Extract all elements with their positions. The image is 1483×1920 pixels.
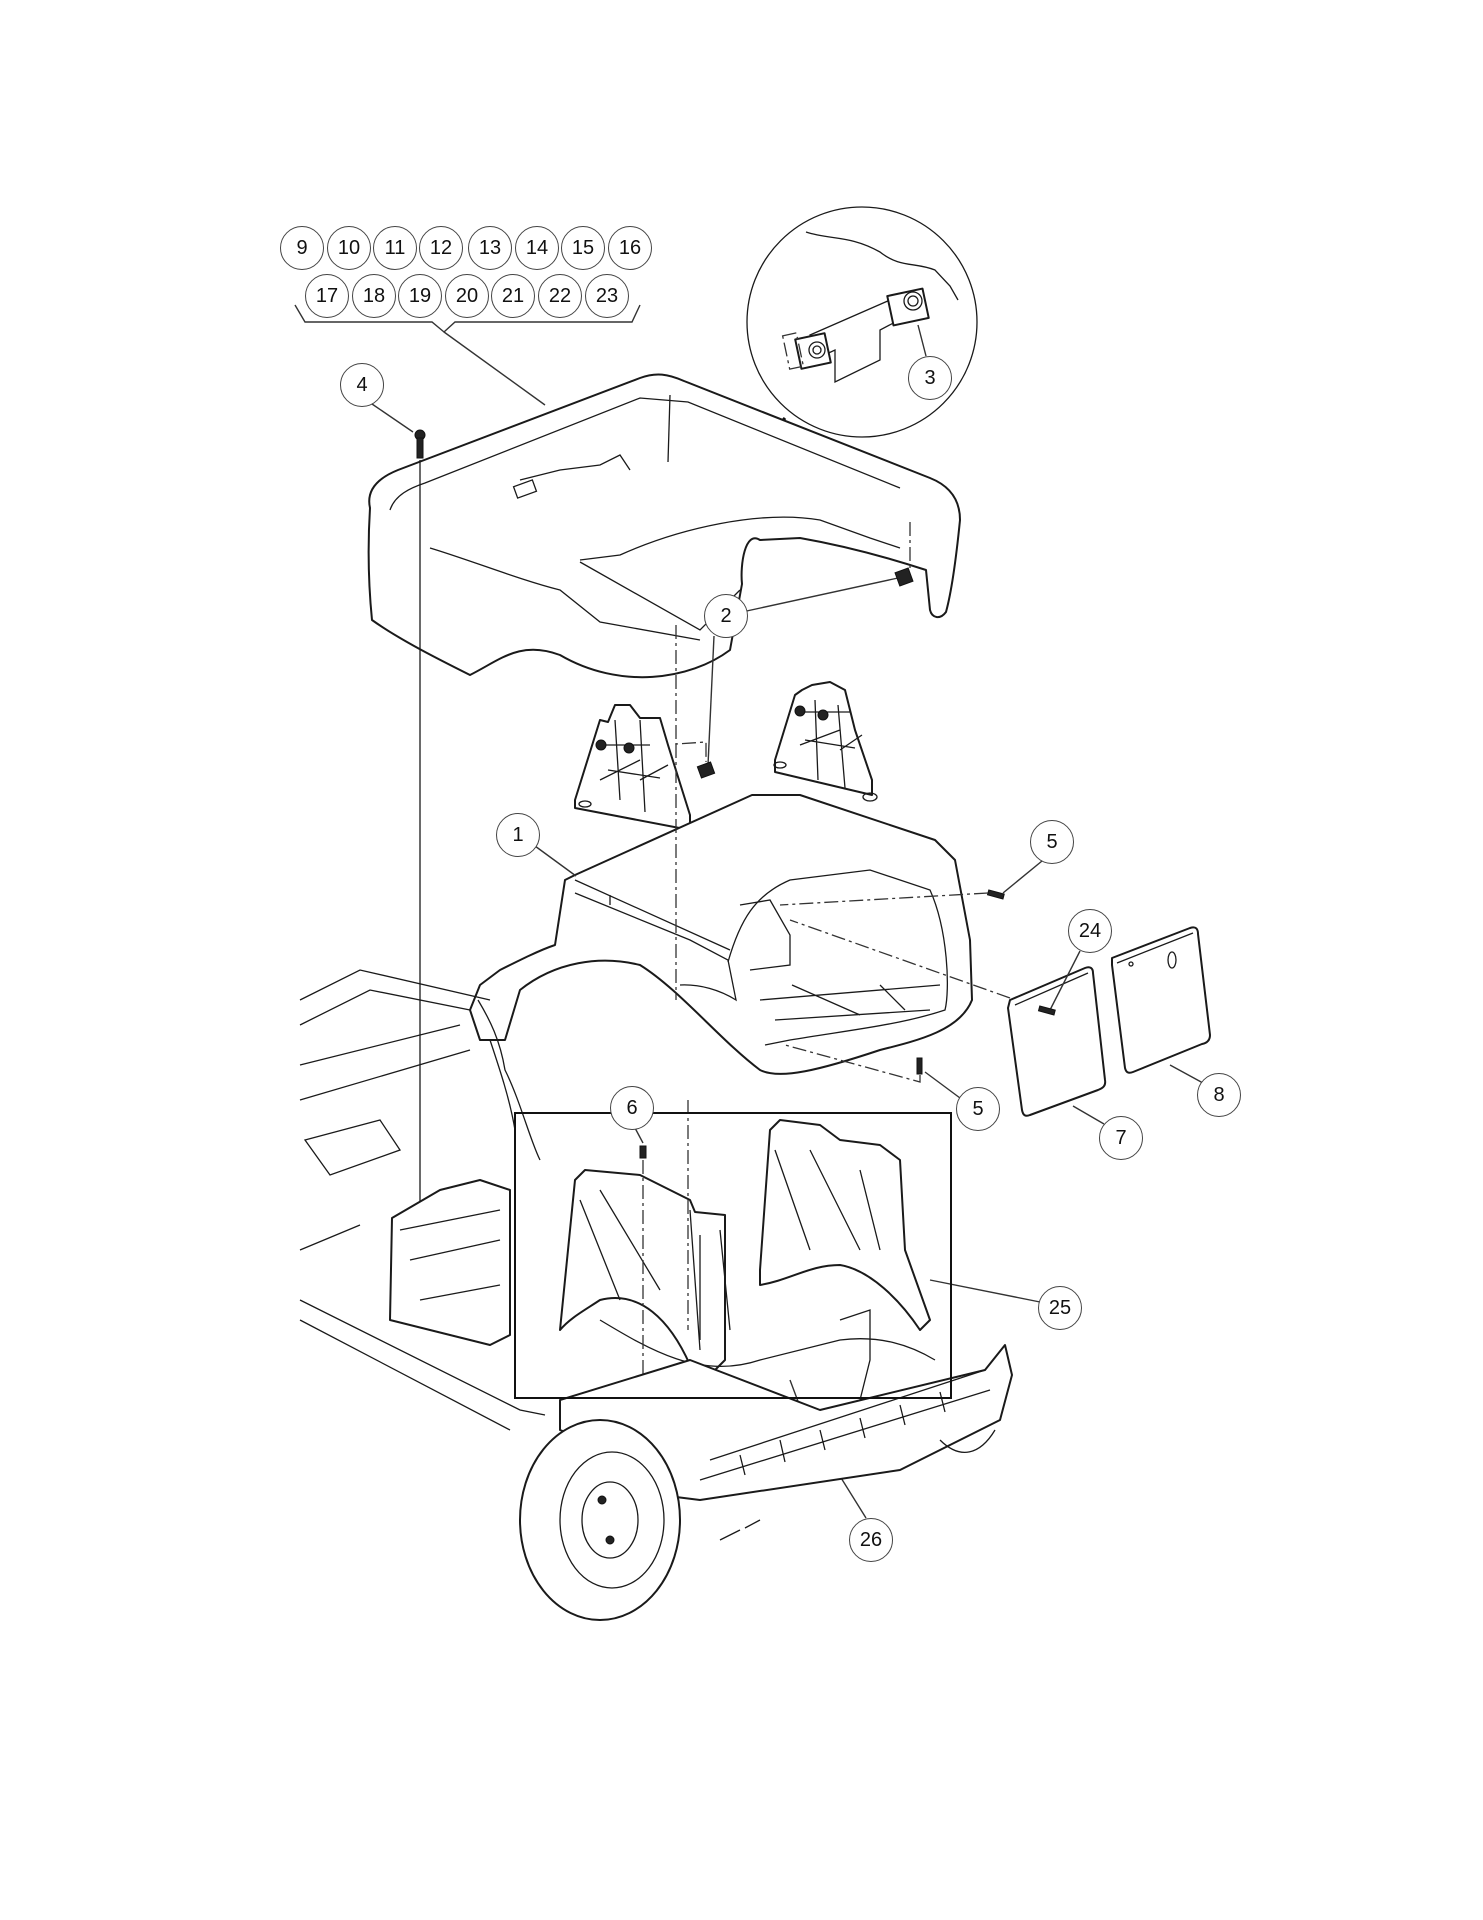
callout-20[interactable]: 20	[445, 274, 489, 318]
access-panel-8	[1111, 926, 1211, 1084]
callout-26[interactable]: 26	[849, 1518, 893, 1562]
screws-5	[779, 860, 1043, 1099]
callout-5-lower[interactable]: 5	[956, 1087, 1000, 1131]
callout-8[interactable]: 8	[1197, 1073, 1241, 1117]
callout-14[interactable]: 14	[515, 226, 559, 270]
callout-21[interactable]: 21	[491, 274, 535, 318]
callout-5-upper[interactable]: 5	[1030, 820, 1074, 864]
callout-4[interactable]: 4	[340, 363, 384, 407]
rear-wheel-tire	[519, 1419, 681, 1621]
callout-25[interactable]: 25	[1038, 1286, 1082, 1330]
seat-hinge-right	[773, 681, 878, 802]
callout-16[interactable]: 16	[608, 226, 652, 270]
callout-9[interactable]: 9	[280, 226, 324, 270]
callout-19[interactable]: 19	[398, 274, 442, 318]
panel-fastener-24	[1037, 950, 1081, 1016]
rear-body-fender	[469, 794, 973, 1161]
detail-inset-circle	[746, 206, 978, 438]
callout-15[interactable]: 15	[561, 226, 605, 270]
seat-hinge-left	[574, 704, 698, 842]
callout-23[interactable]: 23	[585, 274, 629, 318]
callout-10[interactable]: 10	[327, 226, 371, 270]
screw-4	[371, 403, 426, 1230]
callout-17[interactable]: 17	[305, 274, 349, 318]
leader-25	[929, 1279, 1041, 1303]
vehicle-body-background	[299, 969, 546, 1431]
bumper-bracket-right	[886, 287, 930, 327]
seat-back-shell	[367, 373, 961, 679]
callout-24[interactable]: 24	[1068, 909, 1112, 953]
callout-6[interactable]: 6	[610, 1086, 654, 1130]
leader-1	[534, 845, 577, 877]
callout-11[interactable]: 11	[373, 226, 417, 270]
callout-12[interactable]: 12	[419, 226, 463, 270]
callout-18[interactable]: 18	[352, 274, 396, 318]
leader-6	[634, 1127, 644, 1144]
callout-1[interactable]: 1	[496, 813, 540, 857]
callout-13[interactable]: 13	[468, 226, 512, 270]
callout-7[interactable]: 7	[1099, 1116, 1143, 1160]
callout-2[interactable]: 2	[704, 594, 748, 638]
group-bracket	[294, 304, 641, 406]
callout-3[interactable]: 3	[908, 356, 952, 400]
access-panel-7	[789, 919, 1107, 1125]
seat-support-assembly	[559, 1100, 936, 1401]
rear-frame-wheel	[519, 1344, 1013, 1621]
callout-22[interactable]: 22	[538, 274, 582, 318]
clips-2	[675, 522, 914, 779]
